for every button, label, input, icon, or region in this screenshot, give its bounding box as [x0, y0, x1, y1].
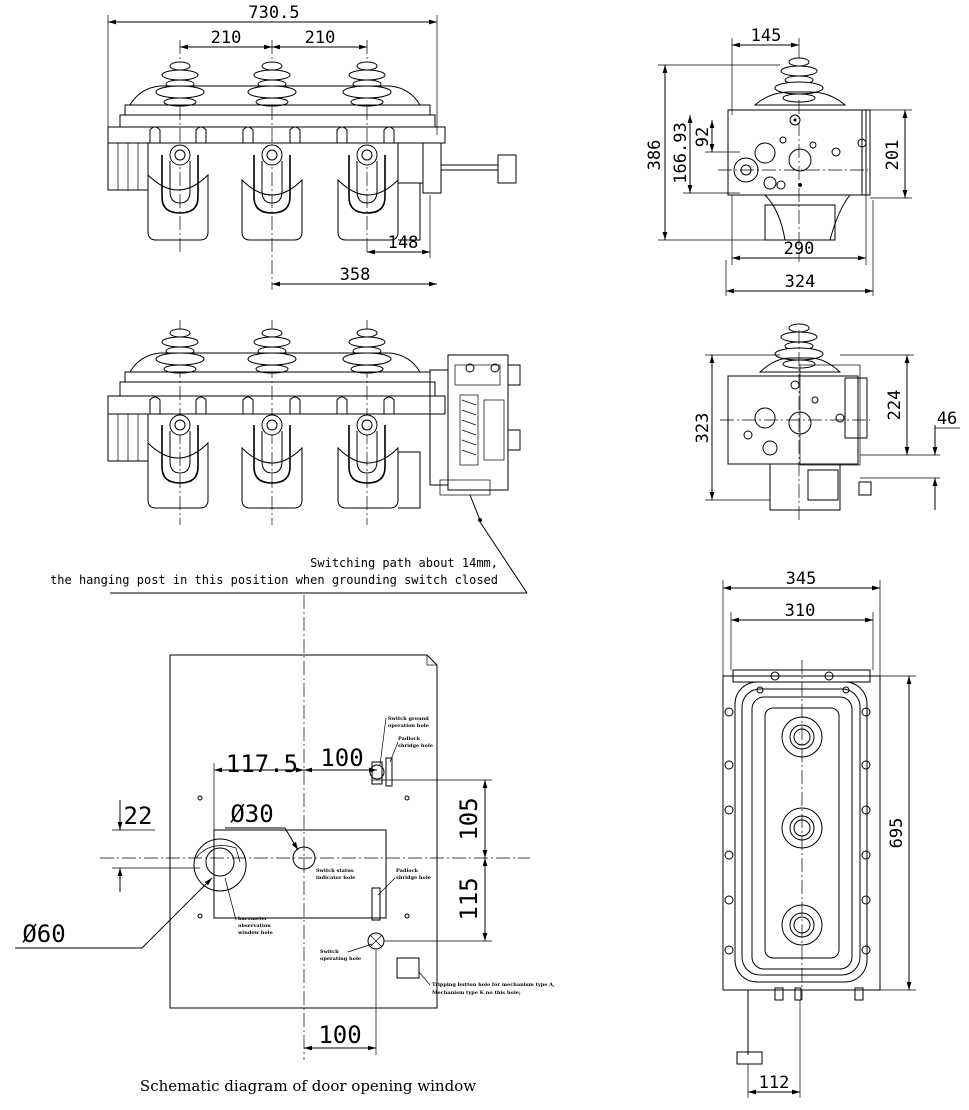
dim-201: 201 [883, 140, 903, 171]
dim-115: 115 [455, 877, 483, 920]
dim-100-top: 100 [320, 744, 363, 772]
side-view-mid: 323 224 46 [693, 323, 960, 520]
label-baro-2: observation [238, 923, 271, 929]
label-padlock-bot-2: shridge hole [396, 875, 431, 881]
dim-148: 148 [388, 233, 419, 253]
dim-phi60: Ø60 [22, 920, 65, 948]
label-padlock-top-2: shridge hole [398, 743, 433, 749]
label-status-1: Switch status [316, 868, 354, 874]
dim-117-5: 117.5 [226, 750, 298, 778]
dim-345: 345 [786, 569, 817, 589]
dim-695: 695 [887, 818, 907, 849]
diagram-caption: Schematic diagram of door opening window [140, 1077, 476, 1095]
dim-210-left: 210 [211, 28, 242, 48]
dim-324: 324 [785, 272, 816, 292]
dim-100-bottom: 100 [318, 1021, 361, 1049]
label-baro-3: window hole [237, 930, 273, 936]
label-op-hole-1: Switch [320, 949, 339, 955]
label-trip-1: Tripping button hole for mechanism type … [432, 982, 555, 988]
label-padlock-top-1: Padlock [398, 736, 421, 742]
dim-323: 323 [693, 413, 713, 444]
dim-105: 105 [455, 797, 483, 840]
label-op-hole-2: operating hole [320, 956, 361, 962]
note-switching-path: Switching path about 14mm, [310, 556, 498, 570]
door-window-diagram: 117.5 100 22 Ø30 Ø60 105 115 100 Switch … [15, 595, 555, 1095]
dim-210-right: 210 [305, 28, 336, 48]
front-view-mid: Switching path about 14mm, the hanging p… [50, 320, 528, 594]
front-view-top: 730.5 210 210 [107, 3, 517, 290]
dim-310: 310 [785, 601, 816, 621]
label-ground-hole-1: Switch ground [388, 716, 429, 722]
label-trip-2: Mechanism type K no this hole; [432, 990, 521, 996]
label-ground-hole-2: operation hole [388, 723, 429, 729]
label-status-2: indicator hole [316, 875, 355, 881]
label-baro-1: barometer [238, 916, 268, 922]
dim-46: 46 [937, 409, 957, 429]
dim-22: 22 [124, 802, 153, 830]
dim-92: 92 [693, 127, 713, 147]
dim-386: 386 [645, 140, 665, 171]
dim-730-5: 730.5 [248, 3, 299, 23]
side-view-top: 145 386 166.93 92 [645, 26, 912, 296]
dim-166-93: 166.93 [671, 122, 691, 183]
dim-112: 112 [759, 1073, 790, 1093]
dim-290: 290 [784, 239, 815, 259]
dim-224: 224 [885, 390, 905, 421]
dim-358: 358 [340, 265, 371, 285]
label-padlock-bot-1: Padlock [396, 868, 419, 874]
note-hanging-post: the hanging post in this position when g… [50, 573, 498, 587]
dim-145: 145 [751, 26, 782, 46]
dim-phi30: Ø30 [230, 800, 273, 828]
bottom-view: 345 310 [722, 569, 916, 1098]
